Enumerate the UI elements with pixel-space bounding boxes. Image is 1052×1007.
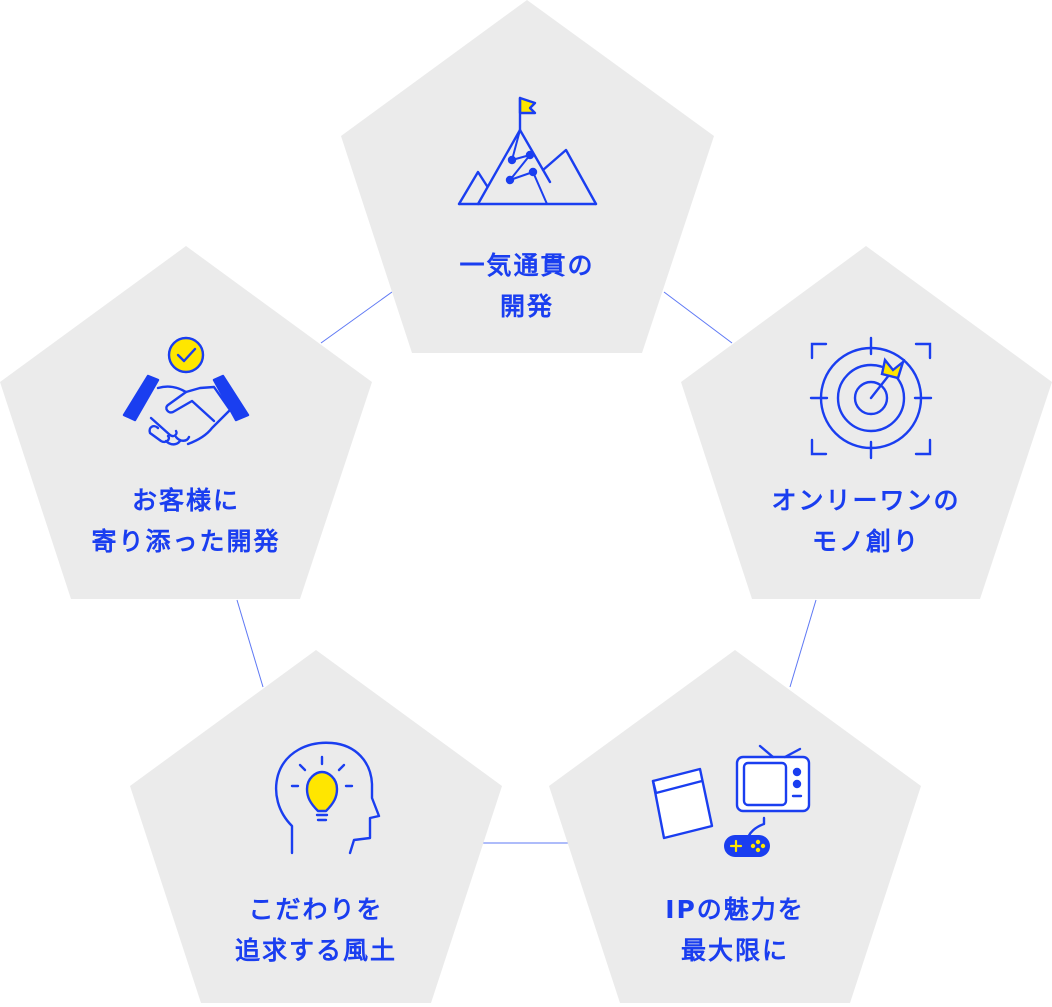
node-label-bottom-right-line1: IPの魅力を: [665, 895, 805, 924]
node-label-top-line1: 一気通貫の: [459, 251, 595, 280]
node-label-top: 一気通貫の 開発: [397, 245, 657, 327]
media-book-tv-gamepad-icon: [651, 744, 811, 857]
node-label-right-line2: モノ創り: [811, 527, 920, 556]
node-label-left-line1: お客様に: [131, 486, 240, 515]
node-label-bottom-right: IPの魅力を 最大限に: [605, 889, 865, 971]
target-icon: [809, 336, 933, 460]
node-label-right: オンリーワンの モノ創り: [736, 480, 996, 562]
connector-right-bottomright: [789, 599, 817, 688]
node-label-bottom-left: こだわりを 追求する風土: [186, 889, 446, 971]
handshake-check-icon: [122, 336, 250, 446]
node-label-right-line1: オンリーワンの: [771, 486, 961, 515]
pentagon-right: [681, 246, 1052, 599]
node-label-bottom-right-line2: 最大限に: [680, 936, 789, 965]
node-label-top-line2: 開発: [499, 292, 554, 321]
connector-top-right: [663, 291, 733, 344]
node-label-left: お客様に 寄り添った開発: [56, 480, 316, 562]
mountain-flag-icon: [457, 96, 598, 206]
connector-left-top: [320, 291, 393, 344]
pentagon-bottom-right: [549, 650, 921, 1003]
head-lightbulb-icon: [274, 741, 381, 855]
node-label-left-line2: 寄り添った開発: [91, 527, 281, 556]
node-label-bottom-left-line1: こだわりを: [248, 895, 384, 924]
node-label-bottom-left-line2: 追求する風土: [234, 936, 397, 965]
pentagon-top: [341, 0, 714, 353]
connector-bottomleft-left: [236, 599, 264, 688]
pentagon-left: [0, 246, 372, 599]
pentagon-bottom-left: [130, 650, 502, 1003]
